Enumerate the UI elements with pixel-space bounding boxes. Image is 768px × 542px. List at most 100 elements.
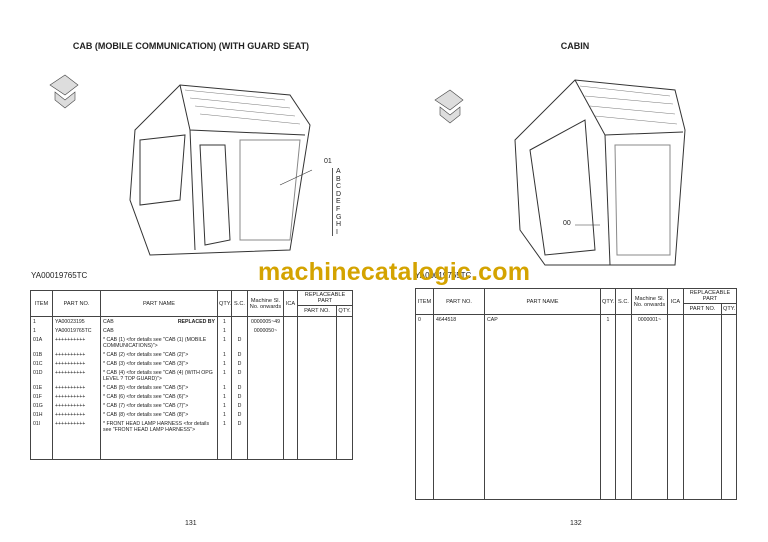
machine-sl-cell xyxy=(247,359,284,368)
sc-cell: D xyxy=(231,383,248,392)
header-machine-sl: Machine Sl. No. onwards xyxy=(631,288,668,315)
ica-cell xyxy=(283,335,298,350)
rep-qty-cell xyxy=(336,392,353,401)
machine-sl-cell xyxy=(247,383,284,392)
rep-qty-cell xyxy=(336,401,353,410)
sc-cell xyxy=(231,316,248,326)
qty-cell: 1 xyxy=(217,419,232,460)
header-rep-qty: QTY. xyxy=(721,303,737,315)
rep-qty-cell xyxy=(336,335,353,350)
sc-cell: D xyxy=(231,401,248,410)
item-cell: 01D xyxy=(30,368,53,383)
item-cell: 01A xyxy=(30,335,53,350)
orientation-icon xyxy=(49,74,79,109)
replaced-by-note: REPLACED BY xyxy=(177,319,215,325)
qty-cell: 1 xyxy=(217,401,232,410)
part-name-cell: * CAB (2) <for details see "CAB (2)"> xyxy=(100,350,218,359)
part-name-text: CAB xyxy=(103,319,114,325)
qty-cell: 1 xyxy=(217,335,232,350)
orientation-icon xyxy=(434,89,464,124)
part-no-cell: ++++++++++ xyxy=(52,359,101,368)
rep-part-no-cell xyxy=(297,383,337,392)
ica-cell xyxy=(283,326,298,335)
part-no-cell: YA00019765TC xyxy=(52,326,101,335)
rep-qty-cell xyxy=(336,359,353,368)
part-name-cell: * CAB (8) <for details see "CAB (8)"> xyxy=(100,410,218,419)
header-machine-sl: Machine Sl. No. onwards xyxy=(247,290,284,317)
machine-sl-cell: 0000001~ xyxy=(631,314,668,500)
machine-sl-cell xyxy=(247,392,284,401)
left-figure-ref: YA00019765TC xyxy=(31,271,88,280)
rep-part-no-cell xyxy=(297,392,337,401)
sc-cell: D xyxy=(231,335,248,350)
item-cell: 01B xyxy=(30,350,53,359)
cab-drawing-right xyxy=(434,79,686,266)
part-name-text: * FRONT HEAD LAMP HARNESS <for details s… xyxy=(103,421,210,433)
part-no-cell: ++++++++++ xyxy=(52,392,101,401)
sc-cell: D xyxy=(231,359,248,368)
machine-sl-cell xyxy=(247,350,284,359)
part-name-text: * CAB (4) <for details see "CAB (4) (WIT… xyxy=(103,370,213,382)
part-no-cell: 4644518 xyxy=(433,314,485,500)
right-parts-table: ITEM PART NO. PART NAME QTY. S.C. Machin… xyxy=(415,288,737,500)
header-item: ITEM xyxy=(30,290,53,317)
ica-cell xyxy=(283,316,298,326)
machine-sl-cell xyxy=(247,401,284,410)
right-figure-ref: YA00019765TC xyxy=(415,271,472,280)
table-row: 01E++++++++++* CAB (5) <for details see … xyxy=(30,383,353,392)
machine-sl-cell xyxy=(247,410,284,419)
ica-cell xyxy=(283,359,298,368)
sc-cell: D xyxy=(231,419,248,460)
machine-sl-cell xyxy=(247,419,284,460)
header-replaceable: REPLACEABLE PART xyxy=(683,288,737,304)
qty-cell: 1 xyxy=(217,326,232,335)
rep-part-no-cell xyxy=(297,419,337,460)
ica-cell xyxy=(667,314,684,500)
rep-qty-cell xyxy=(336,419,353,460)
callout-letter: G xyxy=(336,213,342,221)
item-cell: 01G xyxy=(30,401,53,410)
part-name-text: * CAB (6) <for details see "CAB (6)"> xyxy=(103,394,189,400)
rep-qty-cell xyxy=(336,410,353,419)
part-name-cell: * FRONT HEAD LAMP HARNESS <for details s… xyxy=(100,419,218,460)
item-cell: 1 xyxy=(30,316,53,326)
header-ica: ICA xyxy=(667,288,684,315)
sc-cell: D xyxy=(231,350,248,359)
header-sc: S.C. xyxy=(231,290,248,317)
part-name-cell: CAB xyxy=(100,326,218,335)
item-cell: 0 xyxy=(415,314,434,500)
item-cell: 01E xyxy=(30,383,53,392)
right-page-title: CABIN xyxy=(560,41,590,51)
header-part-name: PART NAME xyxy=(484,288,601,315)
part-name-cell: REPLACED BY CAB xyxy=(100,316,218,326)
item-cell: 01C xyxy=(30,359,53,368)
part-no-cell: ++++++++++ xyxy=(52,350,101,359)
right-page-number: 132 xyxy=(570,520,582,527)
header-ica: ICA xyxy=(283,290,298,317)
rep-part-no-cell xyxy=(297,316,337,326)
ica-cell xyxy=(283,392,298,401)
table-row: 01C++++++++++* CAB (3) <for details see … xyxy=(30,359,353,368)
machine-sl-cell: 0000050~ xyxy=(247,326,284,335)
rep-qty-cell xyxy=(336,326,353,335)
left-callout-number: 01 xyxy=(324,158,332,165)
callout-letter: A xyxy=(336,168,341,175)
rep-part-no-cell xyxy=(297,359,337,368)
part-no-cell: ++++++++++ xyxy=(52,335,101,350)
sc-cell: D xyxy=(231,392,248,401)
ica-cell xyxy=(283,401,298,410)
left-page-number: 131 xyxy=(185,520,197,527)
machine-sl-cell: 0000005~49 xyxy=(247,316,284,326)
rep-part-no-cell xyxy=(297,350,337,359)
header-item: ITEM xyxy=(415,288,434,315)
left-page-title: CAB (MOBILE COMMUNICATION) (WITH GUARD S… xyxy=(72,41,310,51)
callout-letter: H xyxy=(336,221,342,229)
part-name-text: * CAB (3) <for details see "CAB (3)"> xyxy=(103,361,189,367)
table-row: 01G++++++++++* CAB (7) <for details see … xyxy=(30,401,353,410)
part-no-cell: ++++++++++ xyxy=(52,401,101,410)
qty-cell: 1 xyxy=(217,392,232,401)
rep-qty-cell xyxy=(336,368,353,383)
part-name-text: CAP xyxy=(487,317,498,323)
sc-cell xyxy=(615,314,632,500)
header-part-name: PART NAME xyxy=(100,290,218,317)
